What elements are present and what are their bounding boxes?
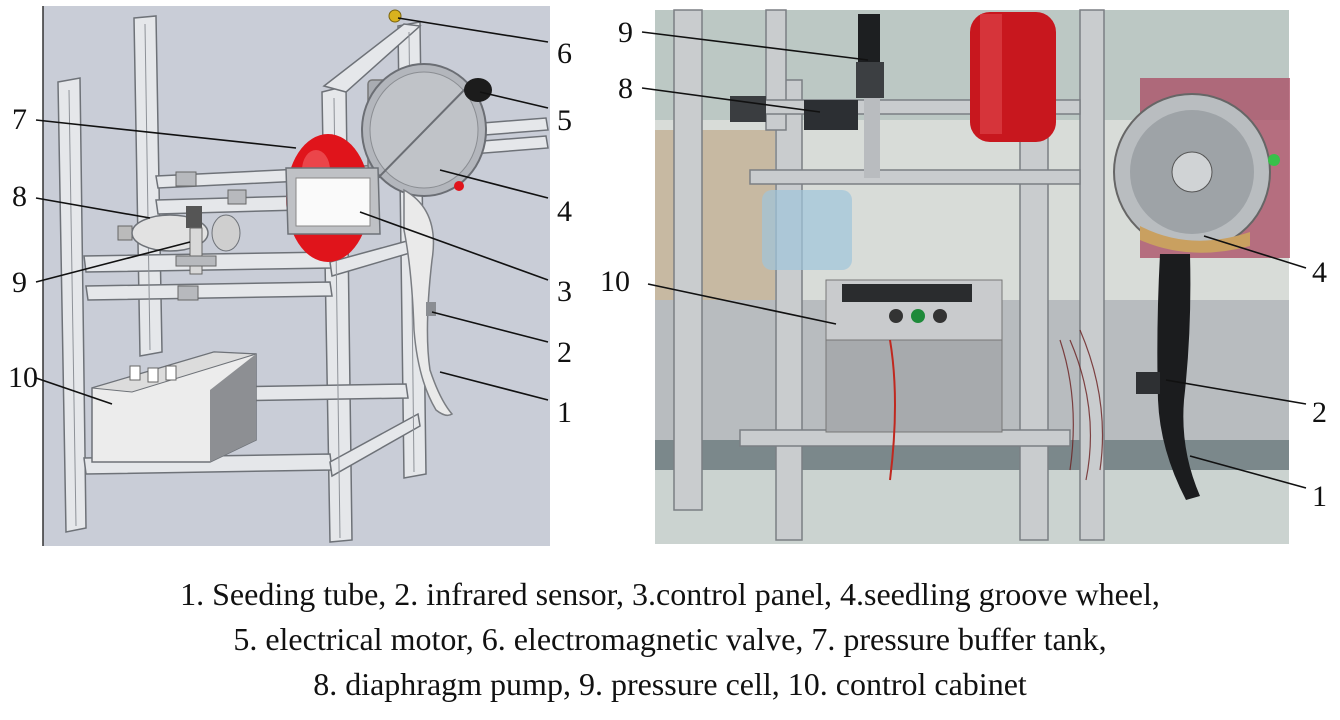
label-1-right: 1 <box>1312 480 1327 513</box>
label-2-right: 2 <box>1312 396 1327 429</box>
label-1-left: 1 <box>557 396 572 429</box>
caption-line-1: 1. Seeding tube, 2. infrared sensor, 3.c… <box>180 576 1160 612</box>
cad-rendering: 10 9 8 7 6 5 4 3 2 1 <box>8 6 572 546</box>
label-2-left: 2 <box>557 336 572 369</box>
prototype-photo-panel: 9 8 10 4 2 1 <box>600 0 1340 560</box>
label-6-left: 6 <box>557 37 572 70</box>
prototype-photo: 9 8 10 4 2 1 <box>600 9 1327 544</box>
control-cabinet-photo <box>825 279 1003 481</box>
caption-line-3: 8. diaphragm pump, 9. pressure cell, 10.… <box>313 666 1027 702</box>
label-3-left: 3 <box>557 275 572 308</box>
electrical-motor <box>464 78 492 102</box>
pressure-cell <box>175 206 217 275</box>
leader-lines-photo <box>641 31 1307 489</box>
label-5-left: 5 <box>557 104 572 137</box>
pressure-buffer-tank-photo <box>970 12 1056 142</box>
control-panel <box>285 167 381 235</box>
label-8-left: 8 <box>12 180 27 213</box>
pressure-cell-photo <box>856 14 884 178</box>
leader-lines <box>35 17 549 405</box>
control-cabinet <box>91 351 257 463</box>
label-10-left: 10 <box>8 361 38 394</box>
label-9-right: 9 <box>618 16 633 49</box>
seeding-tube-photo <box>1157 254 1200 500</box>
label-9-left: 9 <box>12 266 27 299</box>
figure-caption: 1. Seeding tube, 2. infrared sensor, 3.c… <box>0 572 1340 707</box>
seedling-groove-wheel-photo <box>1113 78 1290 258</box>
label-4-right: 4 <box>1312 256 1327 289</box>
seedling-groove-wheel <box>361 63 487 197</box>
electromagnetic-valve <box>388 9 402 23</box>
infrared-sensor-photo <box>1136 372 1160 394</box>
caption-line-2: 5. electrical motor, 6. electromagnetic … <box>233 621 1107 657</box>
label-7-left: 7 <box>12 103 27 136</box>
label-8-right: 8 <box>618 72 633 105</box>
label-10-right: 10 <box>600 265 630 298</box>
diaphragm-pump-photo <box>730 96 858 130</box>
cad-rendering-panel: 10 9 8 7 6 5 4 3 2 1 <box>0 0 572 560</box>
label-4-left: 4 <box>557 195 572 228</box>
infrared-sensor <box>426 302 436 316</box>
